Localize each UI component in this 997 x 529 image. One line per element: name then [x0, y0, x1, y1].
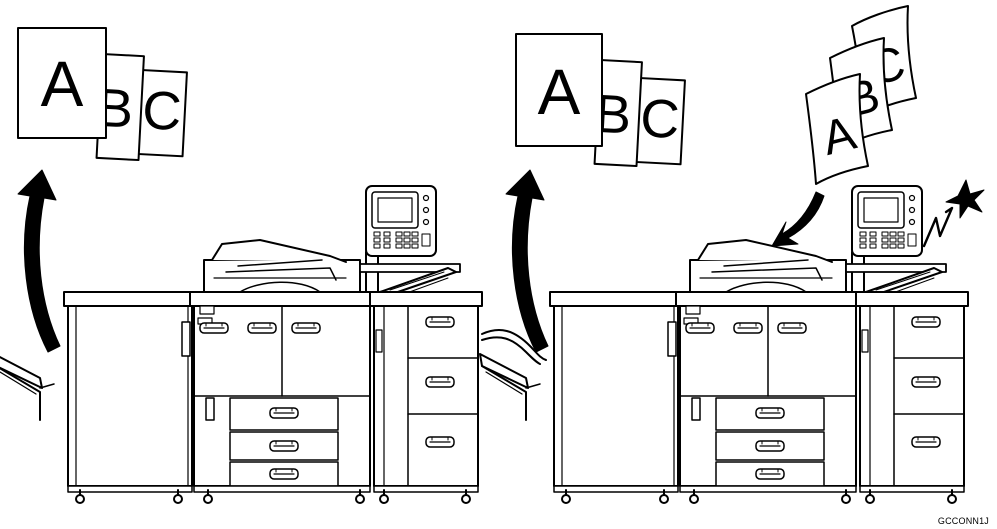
- page-letter: C: [141, 80, 183, 142]
- output-arrow-right-icon: [506, 170, 548, 352]
- copier-system-left: [0, 186, 482, 503]
- page-letter: A: [538, 56, 581, 128]
- output-pages-right: C B A: [516, 34, 685, 166]
- page-letter: A: [41, 48, 84, 120]
- page-c: C: [635, 78, 685, 164]
- page-c: C: [137, 70, 187, 156]
- page-a: A: [806, 74, 868, 184]
- page-letter: C: [639, 88, 681, 150]
- copier-system-right: [480, 186, 968, 503]
- input-originals: C B A: [806, 6, 916, 184]
- alert-star-icon: [946, 180, 984, 218]
- page-a: A: [18, 28, 106, 138]
- output-arrow-left-icon: [18, 170, 60, 352]
- signal-zigzag-icon: [924, 208, 952, 246]
- page-a: A: [516, 34, 602, 146]
- input-arrow-icon: [772, 192, 824, 246]
- output-pages-left: C B A: [18, 28, 187, 160]
- figure-code: GCCONN1J: [938, 516, 989, 526]
